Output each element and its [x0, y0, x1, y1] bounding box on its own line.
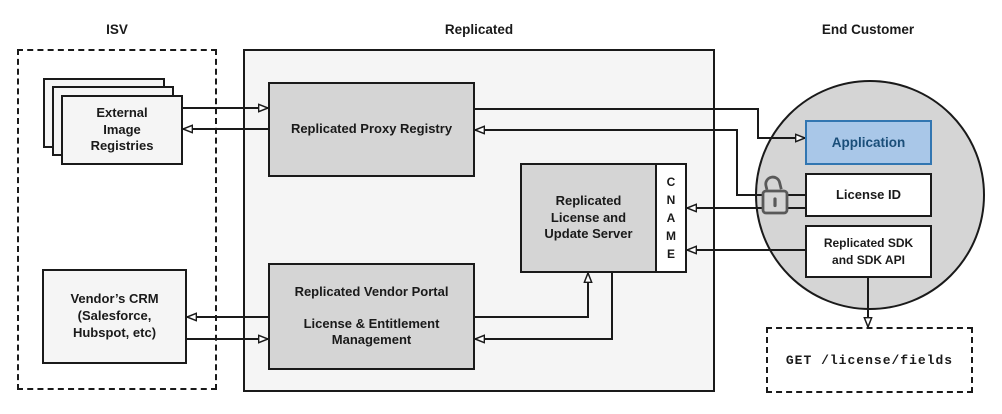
- cname-strip: C N A M E: [657, 165, 685, 271]
- license-update-server-node: Replicated License and Update Server: [522, 165, 657, 271]
- license-id-node: License ID: [805, 173, 932, 217]
- end-customer-section-title: End Customer: [821, 22, 915, 37]
- replicated-proxy-registry-node: Replicated Proxy Registry: [268, 82, 475, 177]
- vendor-portal-node: Replicated Vendor Portal License & Entit…: [268, 263, 475, 370]
- vendor-portal-subtitle: License & Entitlement Management: [303, 315, 440, 348]
- application-node: Application: [805, 120, 932, 165]
- vendor-portal-labels: Replicated Vendor Portal License & Entit…: [295, 284, 449, 350]
- vendor-crm-node: Vendor’s CRM (Salesforce, Hubspot, etc): [42, 269, 187, 364]
- isv-boundary: [17, 49, 217, 390]
- replicated-sdk-node: Replicated SDK and SDK API: [805, 225, 932, 278]
- license-update-server-group: Replicated License and Update Server C N…: [520, 163, 687, 273]
- external-image-registries-node: External Image Registries: [61, 95, 183, 165]
- replicated-section-title: Replicated: [444, 22, 514, 37]
- get-license-fields-box: GET /license/fields: [766, 327, 973, 393]
- vendor-portal-title: Replicated Vendor Portal: [294, 283, 449, 299]
- isv-section-title: ISV: [106, 22, 128, 37]
